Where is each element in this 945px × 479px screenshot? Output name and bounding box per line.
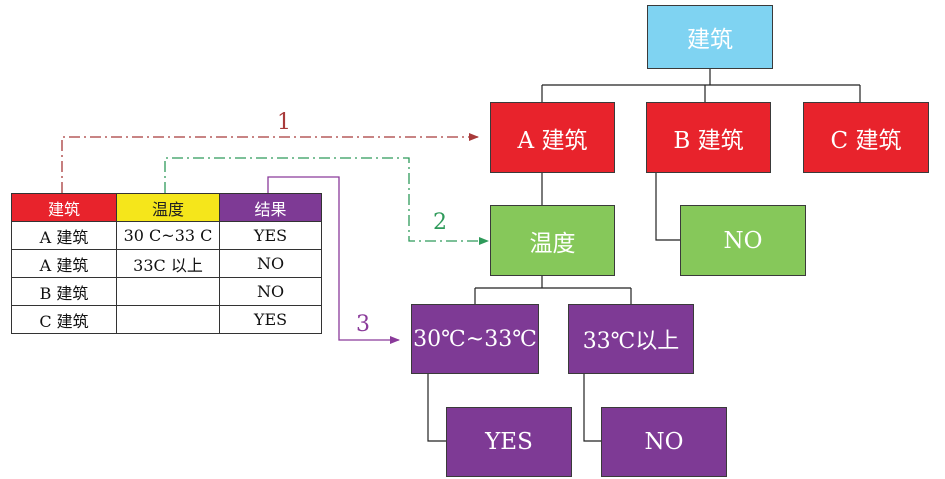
node-range-30-33: 30℃~33℃ — [411, 304, 539, 374]
table-row: A 建筑 33C 以上 NO — [11, 249, 322, 278]
header-result: 结果 — [219, 193, 322, 222]
table-row: C 建筑 YES — [11, 305, 322, 334]
step-2-label: 2 — [433, 210, 447, 235]
header-temperature: 温度 — [116, 193, 220, 222]
tree-connectors — [427, 68, 861, 442]
node-range-above-33: 33℃以上 — [568, 304, 694, 374]
header-building: 建筑 — [11, 193, 117, 222]
table-cell — [116, 305, 220, 334]
node-temperature: 温度 — [490, 205, 615, 276]
table-cell: YES — [219, 305, 322, 334]
table-cell: NO — [219, 277, 322, 306]
node-range-no: NO — [601, 407, 727, 477]
decision-table: 建筑 温度 结果 A 建筑 30 C~33 C YES A 建筑 33C 以上 … — [11, 193, 322, 334]
table-row: A 建筑 30 C~33 C YES — [11, 221, 322, 250]
step-1-arrow — [61, 133, 479, 193]
node-building-c: C 建筑 — [803, 102, 929, 173]
table-cell: 30 C~33 C — [116, 221, 220, 250]
node-building-root: 建筑 — [647, 5, 773, 69]
node-building-a: A 建筑 — [490, 102, 615, 173]
node-range-yes: YES — [446, 407, 572, 477]
step-3-label: 3 — [356, 312, 370, 337]
step-1-label: 1 — [277, 110, 291, 135]
table-cell: A 建筑 — [11, 221, 117, 250]
table-cell: C 建筑 — [11, 305, 117, 334]
node-b-no: NO — [680, 205, 806, 276]
table-cell — [116, 277, 220, 306]
table-cell: B 建筑 — [11, 277, 117, 306]
step-2-arrow — [164, 157, 489, 245]
table-cell: NO — [219, 249, 322, 278]
table-cell: A 建筑 — [11, 249, 117, 278]
table-cell: YES — [219, 221, 322, 250]
node-building-b: B 建筑 — [646, 102, 771, 173]
step-3-arrow — [267, 176, 400, 344]
table-row: B 建筑 NO — [11, 277, 322, 306]
table-header-row: 建筑 温度 结果 — [11, 193, 322, 222]
table-cell: 33C 以上 — [116, 249, 220, 278]
